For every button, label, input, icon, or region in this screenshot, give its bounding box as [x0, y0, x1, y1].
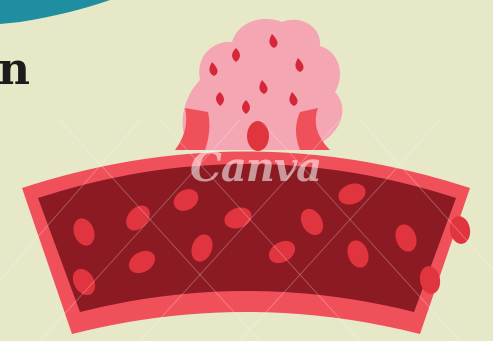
canva-watermark: Canva [190, 144, 321, 191]
